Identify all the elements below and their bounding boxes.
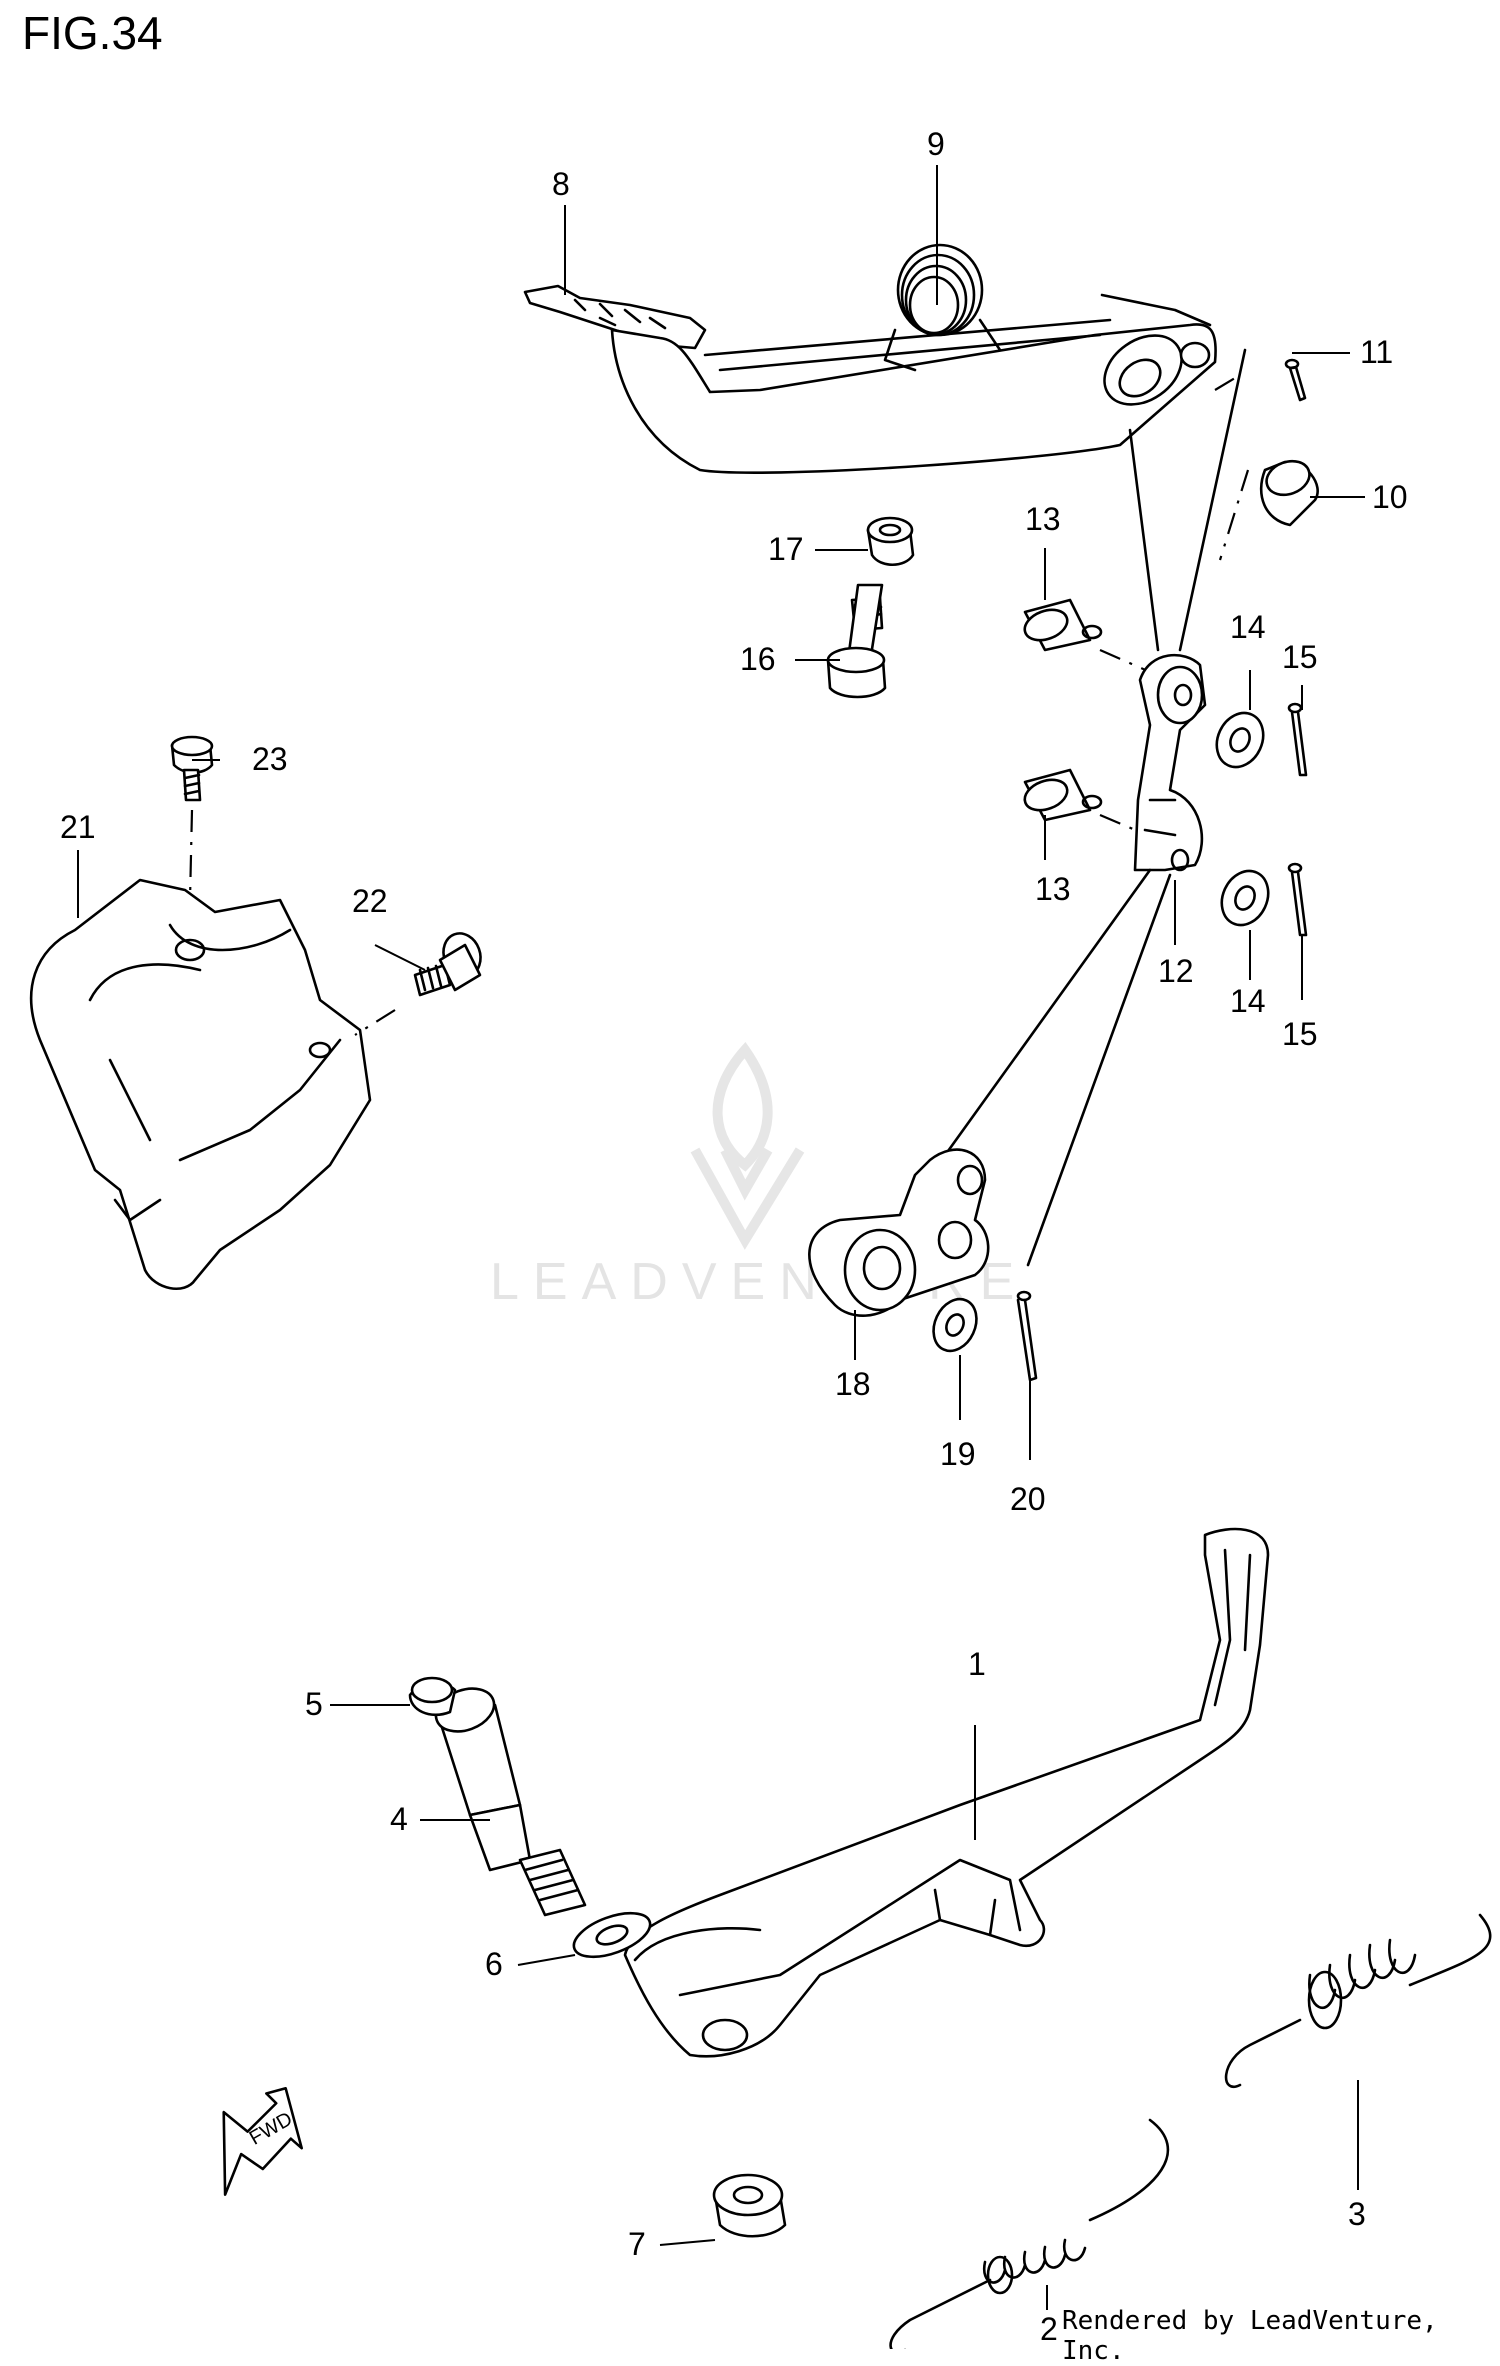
fwd-arrow-icon <box>222 2087 304 2196</box>
callout-9: 9 <box>927 126 945 162</box>
brake-arm-18 <box>808 1148 990 1317</box>
figure-title: FIG.34 <box>22 7 163 59</box>
washer-14-upper <box>1215 711 1265 769</box>
nut-7 <box>712 2173 787 2238</box>
bolt-16 <box>826 583 887 699</box>
washer-6 <box>572 1911 652 1959</box>
clevis-pin-13-lower <box>1023 768 1103 822</box>
callout-19: 19 <box>940 1436 976 1472</box>
cotter-pin-15-upper <box>1287 702 1308 777</box>
callout-5: 5 <box>305 1686 323 1722</box>
callout-7: 7 <box>628 2226 646 2262</box>
callout-1: 1 <box>968 1646 986 1682</box>
heel-guard-21 <box>29 878 372 1290</box>
callout-20: 20 <box>1010 1481 1046 1517</box>
nut-17 <box>866 516 915 567</box>
callout-14-upper: 14 <box>1230 609 1266 645</box>
callout-13-lower: 13 <box>1035 871 1071 907</box>
pin-leader-dashes <box>1099 648 1151 834</box>
cotter-pin-20 <box>1016 1290 1038 1382</box>
pivot-bolt-4 <box>434 1687 587 1917</box>
callout-14-lower: 14 <box>1230 983 1266 1019</box>
credit-text: Rendered by LeadVenture, Inc. <box>1062 2306 1438 2366</box>
leader-lines <box>77 165 1365 2310</box>
callout-23: 23 <box>252 741 288 777</box>
watermark-logo <box>690 1041 805 1250</box>
callout-4: 4 <box>390 1801 408 1837</box>
bolt-23-axis <box>188 809 194 901</box>
spring-3 <box>1224 1913 1492 2089</box>
shift-lever-1 <box>623 1527 1270 2058</box>
callout-22: 22 <box>352 883 388 919</box>
bolt-23 <box>170 735 214 802</box>
brake-pedal <box>523 284 1217 474</box>
bolt-22 <box>413 932 482 997</box>
washer-14-lower <box>1220 869 1270 927</box>
callout-21: 21 <box>60 809 96 845</box>
spring-2 <box>889 2118 1170 2349</box>
clevis-pin-13-upper <box>1023 598 1103 652</box>
callout-13-upper: 13 <box>1025 501 1061 537</box>
clevis-rod-12 <box>1128 348 1250 872</box>
cotter-pin-11 <box>1284 358 1307 402</box>
callout-15-lower: 15 <box>1282 1016 1318 1052</box>
callout-16: 16 <box>740 641 776 677</box>
cap-10 <box>1259 459 1319 527</box>
callout-3: 3 <box>1348 2196 1366 2232</box>
callout-15-upper: 15 <box>1282 639 1318 675</box>
callout-11: 11 <box>1360 334 1393 370</box>
callout-17: 17 <box>768 531 804 567</box>
return-spring-9 <box>883 243 1002 372</box>
cotter-pin-15-lower <box>1287 862 1308 937</box>
callout-2: 2 <box>1040 2311 1058 2347</box>
nut-5 <box>408 1676 457 1717</box>
callout-6: 6 <box>485 1946 503 1982</box>
callout-18: 18 <box>835 1366 871 1402</box>
brake-rod <box>936 868 1172 1267</box>
washer-19 <box>932 1297 978 1353</box>
bolt-22-axis <box>354 1009 396 1036</box>
callout-8: 8 <box>552 166 570 202</box>
callout-12: 12 <box>1158 953 1194 989</box>
callout-labels: 1 2 3 4 5 6 7 8 9 10 11 12 13 13 14 14 1… <box>60 126 1408 2347</box>
callout-10: 10 <box>1372 479 1408 515</box>
